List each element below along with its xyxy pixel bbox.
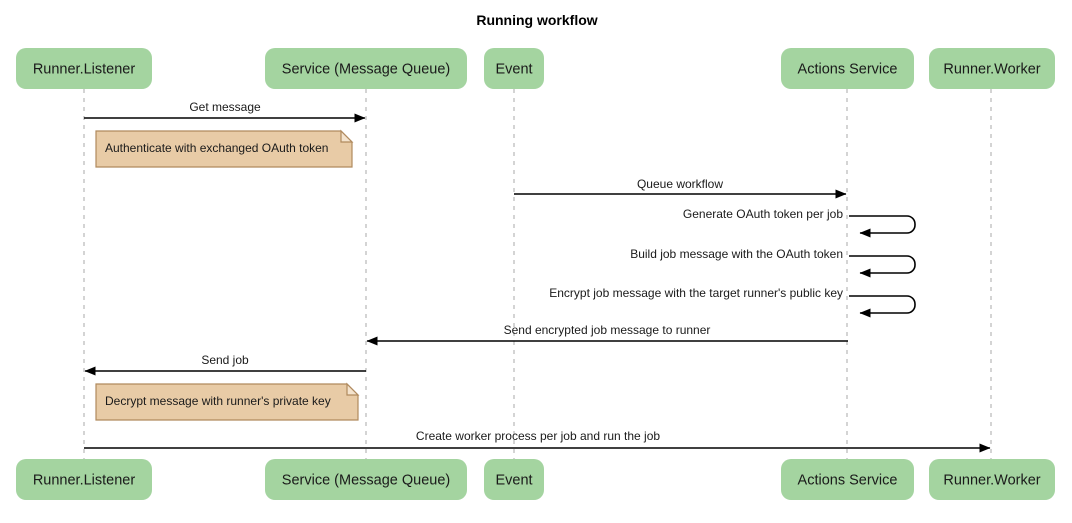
participant-label: Runner.Listener (33, 472, 136, 488)
message-create-worker-process[interactable]: Create worker process per job and run th… (84, 429, 991, 453)
participant-actions-service-bottom[interactable]: Actions Service (781, 459, 914, 500)
note-label: Authenticate with exchanged OAuth token (105, 141, 328, 155)
lifelines (83, 89, 992, 459)
participant-runner-worker-bottom[interactable]: Runner.Worker (929, 459, 1055, 500)
participant-runner-listener-top[interactable]: Runner.Listener (16, 48, 152, 89)
message-label: Get message (189, 100, 261, 114)
note-decrypt[interactable]: Decrypt message with runner's private ke… (95, 382, 360, 421)
message-label: Send encrypted job message to runner (504, 323, 711, 337)
note-fold-corner (340, 129, 354, 143)
participant-box (16, 459, 152, 500)
message-label: Generate OAuth token per job (683, 207, 843, 221)
message-label: Queue workflow (637, 177, 723, 191)
participant-box (484, 48, 544, 89)
message-encrypt-job-message[interactable]: Encrypt job message with the target runn… (549, 286, 916, 318)
participants-header: Runner.Listener Service (Message Queue) Ev… (16, 48, 1055, 89)
message-generate-oauth-token[interactable]: Generate OAuth token per job (683, 207, 916, 238)
note-authenticate[interactable]: Authenticate with exchanged OAuth token (95, 129, 354, 168)
message-label: Create worker process per job and run th… (416, 429, 660, 443)
participant-label: Runner.Worker (943, 61, 1040, 77)
note-label: Decrypt message with runner's private ke… (105, 394, 331, 408)
participants-footer: Runner.Listener Service (Message Queue) Ev… (16, 459, 1055, 500)
participant-box (16, 48, 152, 89)
note-body (95, 130, 353, 168)
note-fold-corner (346, 382, 360, 396)
participant-label: Event (495, 472, 532, 488)
note-body (95, 383, 359, 421)
participant-event-top[interactable]: Event (484, 48, 544, 89)
participant-service-message-queue-bottom[interactable]: Service (Message Queue) (265, 459, 467, 500)
participant-box (929, 48, 1055, 89)
message-build-job-message[interactable]: Build job message with the OAuth token (630, 247, 916, 278)
message-label: Encrypt job message with the target runn… (549, 286, 843, 300)
page-title: Running workflow (476, 12, 597, 28)
message-label: Send job (201, 353, 249, 367)
participant-actions-service-top[interactable]: Actions Service (781, 48, 914, 89)
self-message-arrow (849, 295, 916, 318)
participant-label: Service (Message Queue) (282, 472, 450, 488)
participant-runner-listener-bottom[interactable]: Runner.Listener (16, 459, 152, 500)
participant-box (781, 48, 914, 89)
message-send-encrypted-job-message[interactable]: Send encrypted job message to runner (366, 323, 848, 346)
participant-box (265, 48, 467, 89)
participant-box (929, 459, 1055, 500)
message-get-message[interactable]: Get message (84, 100, 366, 123)
participant-label: Service (Message Queue) (282, 61, 450, 77)
participant-box (484, 459, 544, 500)
participant-box (265, 459, 467, 500)
participant-label: Event (495, 61, 532, 77)
message-queue-workflow[interactable]: Queue workflow (514, 177, 847, 199)
participant-label: Actions Service (798, 61, 898, 77)
participant-label: Runner.Worker (943, 472, 1040, 488)
self-message-arrow (849, 215, 916, 238)
message-send-job[interactable]: Send job (84, 353, 366, 376)
participant-service-message-queue-top[interactable]: Service (Message Queue) (265, 48, 467, 89)
participant-event-bottom[interactable]: Event (484, 459, 544, 500)
participant-label: Runner.Listener (33, 61, 136, 77)
participant-runner-worker-top[interactable]: Runner.Worker (929, 48, 1055, 89)
notes: Authenticate with exchanged OAuth tokenD… (95, 129, 360, 421)
message-label: Build job message with the OAuth token (630, 247, 843, 261)
participant-box (781, 459, 914, 500)
self-message-arrow (849, 255, 916, 278)
participant-label: Actions Service (798, 472, 898, 488)
